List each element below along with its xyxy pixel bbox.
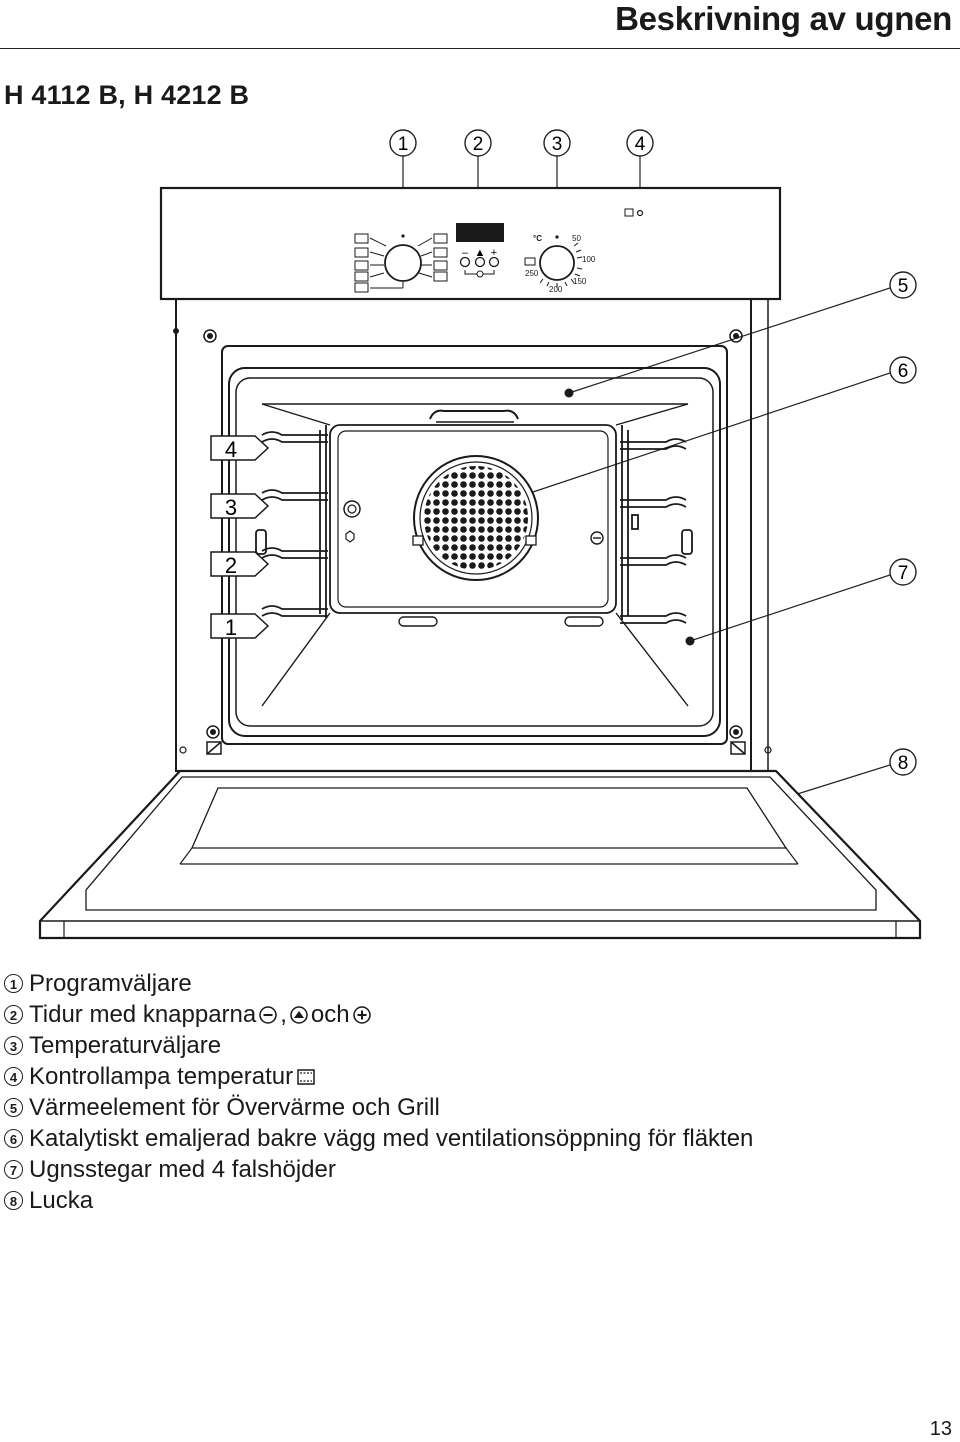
oven-diagram: 1 2 3 4 5 6 7 8 [38,129,922,940]
svg-text:4: 4 [635,134,646,155]
legend-text: Temperaturväljare [29,1032,222,1059]
header-rule [0,48,960,49]
svg-text:100: 100 [582,255,596,264]
legend-text: Ugnsstegar med 4 falshöjder [29,1156,336,1183]
timer-buttons: – ▲ + [459,247,500,278]
model-title: H 4112 B, H 4212 B [4,80,250,110]
svg-text:150: 150 [573,277,587,286]
legend-number: 2 [4,1005,23,1024]
callout-7: 7 [889,558,917,586]
page-header-title: Beskrivning av ugnen [615,0,952,37]
legend-item-5: 5 Värmeelement för Övervärme och Grill [4,1092,753,1123]
shelf-runners-right [620,425,693,624]
svg-text:200: 200 [549,285,563,294]
timer-display [456,223,504,242]
shelf-level-1-arrow: 1 [210,613,270,640]
legend-item-8: 8 Lucka [4,1185,753,1216]
legend-text: Lucka [29,1187,94,1214]
svg-text:50: 50 [572,234,581,243]
svg-text:–: – [462,247,469,259]
callout-target-dots [519,388,780,806]
legend-text: Tidur med knapparna [29,1001,257,1028]
legend-item-2: 2 Tidur med knapparna , och [4,999,753,1030]
legend-text: Programväljare [29,970,192,997]
svg-text:°C: °C [533,234,542,243]
svg-text:4: 4 [225,437,237,462]
legend-number: 7 [4,1160,23,1179]
legend-number: 4 [4,1067,23,1086]
up-button-icon [290,1005,308,1024]
legend-item-4: 4 Kontrollampa temperatur [4,1061,753,1092]
callout-3: 3 [543,129,571,157]
legend-number: 1 [4,974,23,993]
legend-item-7: 7 Ugnsstegar med 4 falshöjder [4,1154,753,1185]
svg-text:6: 6 [898,361,909,382]
svg-text:5: 5 [898,276,909,297]
svg-text:+: + [491,247,497,259]
legend-item-3: 3 Temperaturväljare [4,1030,753,1061]
right-leader-lines [523,287,891,802]
shelf-runners-left [255,425,328,618]
svg-text:2: 2 [225,553,237,578]
legend-conjunction: och [310,1001,350,1028]
legend-separator: , [280,1001,287,1028]
legend-text: Katalytiskt emaljerad bakre vägg med ven… [29,1125,754,1152]
page-number: 13 [929,1418,952,1440]
shelf-level-3-arrow: 3 [210,493,270,520]
shelf-level-2-arrow: 2 [210,551,270,578]
temperature-selector-knob: °C 50 100 150 200 250 [524,234,596,294]
oven-body [173,298,772,772]
svg-text:3: 3 [225,495,237,520]
legend-item-1: 1 Programväljare [4,968,753,999]
legend-number: 8 [4,1191,23,1210]
svg-text:7: 7 [898,563,909,584]
oven-door [38,769,922,940]
program-selector-knob [354,233,448,293]
fan-vent [412,455,539,581]
svg-text:250: 250 [525,269,539,278]
legend-number: 6 [4,1129,23,1148]
legend: 1 Programväljare 2 Tidur med knapparna ,… [4,968,753,1216]
svg-text:1: 1 [225,615,237,640]
callout-8: 8 [889,748,917,776]
svg-text:3: 3 [552,134,563,155]
legend-number: 3 [4,1036,23,1055]
legend-text: Kontrollampa temperatur [29,1063,294,1090]
legend-number: 5 [4,1098,23,1117]
door-hinges [206,741,746,755]
callout-2: 2 [464,129,492,157]
shelf-level-4-arrow: 4 [210,435,270,462]
svg-text:2: 2 [473,134,484,155]
plus-button-icon [352,1005,371,1024]
svg-text:1: 1 [398,134,409,155]
svg-text:8: 8 [898,753,909,774]
callout-1: 1 [389,129,417,157]
control-panel: – ▲ + °C 50 100 150 200 250 [159,186,782,301]
temperature-indicator-light [624,208,644,217]
minus-button-icon [259,1005,277,1024]
callout-5: 5 [889,271,917,299]
callout-6: 6 [889,356,917,384]
legend-item-6: 6 Katalytiskt emaljerad bakre vägg med v… [4,1123,753,1154]
callout-4: 4 [626,129,654,157]
temperature-lamp-icon [297,1068,315,1085]
svg-text:▲: ▲ [475,247,486,259]
legend-text: Värmeelement för Övervärme och Grill [29,1094,440,1121]
